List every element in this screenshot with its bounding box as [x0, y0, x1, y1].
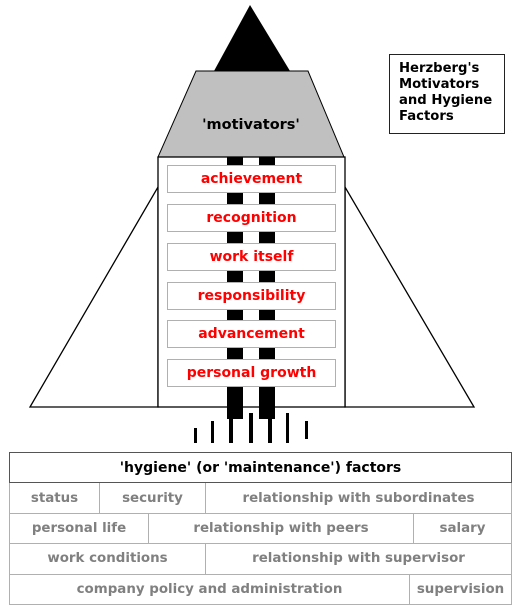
- hygiene-factor: company policy and administration: [9, 573, 410, 605]
- diagram-title-box: Herzberg's Motivators and Hygiene Factor…: [389, 54, 505, 134]
- hygiene-heading-row: 'hygiene' (or 'maintenance') factors: [8, 451, 513, 484]
- rocket-hood: [157, 70, 345, 158]
- motivator-item: responsibility: [167, 282, 336, 310]
- title-line: and Hygiene: [399, 93, 493, 108]
- hygiene-factor: relationship with peers: [148, 512, 414, 545]
- left-fin: [28, 184, 159, 408]
- motivator-item: personal growth: [167, 359, 336, 387]
- table-row: personal life relationship with peers sa…: [9, 512, 513, 545]
- rocket-exhaust: [194, 407, 308, 443]
- table-row: work conditions relationship with superv…: [9, 543, 513, 575]
- motivator-item: achievement: [167, 165, 336, 193]
- rocket-nose: [214, 5, 290, 71]
- motivator-item: advancement: [167, 320, 336, 348]
- hygiene-factor: supervision: [408, 573, 513, 605]
- hygiene-factor: relationship with supervisor: [204, 543, 513, 575]
- hygiene-factors-table: 'hygiene' (or 'maintenance') factors sta…: [8, 451, 513, 605]
- title-line: Factors: [399, 109, 454, 124]
- hygiene-factor: work conditions: [9, 543, 206, 575]
- title-line: Herzberg's: [399, 61, 480, 76]
- hygiene-heading: 'hygiene' (or 'maintenance') factors: [8, 451, 513, 484]
- table-row: company policy and administration superv…: [9, 573, 513, 605]
- motivator-item: recognition: [167, 204, 336, 232]
- hygiene-factor: security: [99, 482, 206, 514]
- motivators-heading: 'motivators': [202, 117, 300, 133]
- hygiene-factor: relationship with subordinates: [204, 482, 513, 514]
- table-row: status security relationship with subord…: [9, 482, 513, 514]
- title-line: Motivators: [399, 77, 480, 92]
- hygiene-factor: status: [9, 482, 100, 514]
- hygiene-factor: salary: [412, 512, 513, 545]
- hygiene-factor: personal life: [9, 512, 149, 545]
- right-fin: [344, 184, 476, 408]
- motivator-item: work itself: [167, 243, 336, 271]
